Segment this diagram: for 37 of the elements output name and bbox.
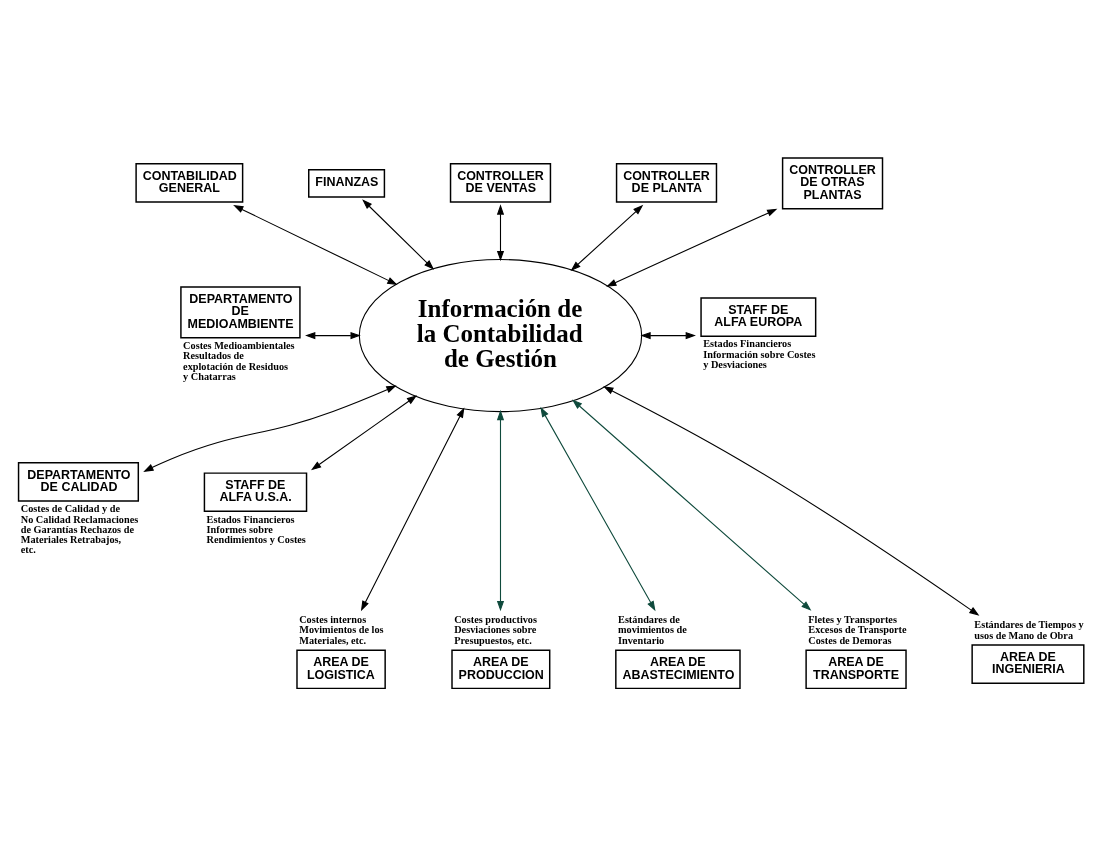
arrow <box>540 406 656 612</box>
node-label: Costes productivos Desviaciones sobre Presupuestos, etc. <box>454 614 538 646</box>
arrow <box>305 331 361 340</box>
node-box: CONTROLLER DE OTRAS PLANTAS <box>781 157 884 210</box>
arrow <box>640 331 696 340</box>
node-label: Estados Financieros Información sobre Costes y Desviaciones <box>703 338 816 371</box>
node-box: AREA DE PRODUCCION <box>451 649 551 690</box>
arrow <box>603 386 980 616</box>
node-box: DEPARTAMENTO DE MEDIOAMBIENTE <box>180 286 301 339</box>
node-box: CONTABILIDAD GENERAL <box>135 163 244 203</box>
node-box: CONTROLLER DE PLANTA <box>615 163 718 203</box>
node-box: AREA DE ABASTECIMIENTO <box>615 649 741 690</box>
arrow <box>310 395 418 471</box>
node-box: DEPARTAMENTO DE CALIDAD <box>17 462 140 502</box>
node-box: AREA DE TRANSPORTE <box>805 649 907 690</box>
node-label: Estándares de movimientos de Inventario <box>618 614 687 646</box>
node-label: Estándares de Tiempos y usos de Mano de Obra <box>974 619 1084 641</box>
arrow <box>143 385 397 472</box>
node-box: CONTROLLER DE VENTAS <box>449 163 552 203</box>
node-label: Costes internos Movimientos de los Materiales, etc. <box>299 614 384 646</box>
node-box: AREA DE LOGISTICA <box>296 649 386 690</box>
node-label: Costes de Calidad y de No Calidad Reclamaciones de Garantías Rechazos de Materiales Retrabajos, etc. <box>20 503 139 556</box>
arrow <box>572 399 812 611</box>
node-label: Costes Medioambientales Resultados de explotación de Residuos y Chatarras <box>183 339 295 382</box>
arrow <box>496 204 505 262</box>
arrow <box>360 407 465 612</box>
arrow <box>570 204 644 272</box>
node-label: Estados Financieros Informes sobre Rendimientos y Costes <box>206 513 306 546</box>
node-box: STAFF DE ALFA EUROPA <box>700 297 817 338</box>
arrow <box>233 205 398 285</box>
arrow <box>606 208 778 287</box>
node-box: FINANZAS <box>308 169 386 198</box>
arrow <box>496 409 505 612</box>
node-box: AREA DE INGENIERIA <box>971 644 1085 684</box>
node-box: STAFF DE ALFA U.S.A. <box>203 472 308 513</box>
arrow <box>362 199 435 270</box>
node-label: Fletes y Transportes Excesos de Transporte Costes de Demoras <box>808 614 907 646</box>
